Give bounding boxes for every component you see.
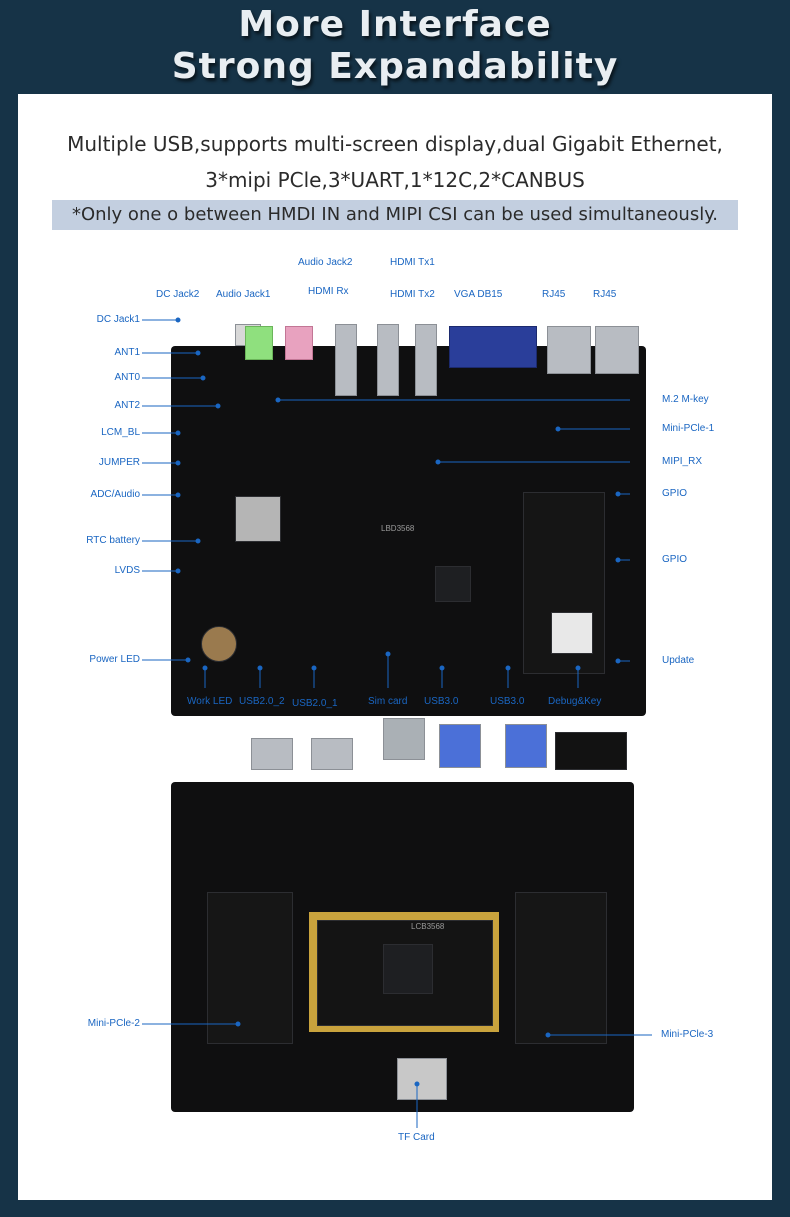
title-line-1: More Interface [238,4,552,45]
leader-lines [142,317,652,1128]
label-gpio-2: GPIO [662,554,688,565]
label-hdmi-tx2: HDMI Tx2 [390,289,435,300]
label-power-led: Power LED [89,654,140,665]
label-rj45-1: RJ45 [542,289,566,300]
label-lcm-bl: LCM_BL [101,427,140,438]
board-silkscreen: LBD3568 [381,524,415,533]
core-silkscreen: LCB3568 [411,922,445,931]
label-update: Update [662,655,695,666]
usb20-port-2 [251,738,293,770]
label-audio-jack1: Audio Jack1 [216,289,271,300]
label-mini-pcie-2: Mini-PCle-2 [87,1018,140,1029]
audio-jack1-port [245,326,273,360]
label-adc-audio: ADC/Audio [90,489,140,500]
tf-card-slot [397,1058,447,1100]
label-audio-jack2: Audio Jack2 [298,257,353,268]
label-sim-card: Sim card [368,696,408,707]
label-usb30-1: USB3.0 [424,696,459,707]
rj45-port-1 [547,326,591,374]
label-gpio-1: GPIO [662,488,688,499]
label-usb30-2: USB3.0 [490,696,525,707]
wifi-module [235,496,281,542]
hdmi-rx-port [335,324,357,396]
audio-jack2-port [285,326,313,360]
label-tf-card: TF Card [398,1132,435,1143]
soc-chip [435,566,471,602]
label-lvds: LVDS [114,565,140,576]
debug-header [555,732,627,770]
bottom-board-image: LCB3568 [171,782,634,1112]
label-dc-jack2: DC Jack2 [156,289,200,300]
intro-line-2: 3*mipi PCle,3*UART,1*12C,2*CANBUS [205,168,585,192]
label-vga-db15: VGA DB15 [454,289,503,300]
label-dc-jack1: DC Jack1 [96,314,140,325]
usb30-port-1 [439,724,481,768]
label-debug-key: Debug&Key [548,696,602,707]
top-board-image: LBD3568 [171,324,646,770]
mini-pcie-3-slot [515,892,607,1044]
usb20-port-1 [311,738,353,770]
content-panel: Multiple USB,supports multi-screen displ… [18,94,772,1200]
label-ant0: ANT0 [114,372,140,383]
label-rj45-2: RJ45 [593,289,617,300]
title-line-2: Strong Expandability [171,46,619,87]
sim-card-slot [383,718,425,760]
label-m2-mkey: M.2 M-key [662,394,709,405]
qr-label [551,612,593,654]
label-mipi-rx: MIPI_RX [662,456,703,467]
label-ant1: ANT1 [114,347,140,358]
intro-line-1: Multiple USB,supports multi-screen displ… [67,132,723,156]
label-rtc-battery: RTC battery [86,535,140,546]
label-hdmi-tx1: HDMI Tx1 [390,257,435,268]
hdmi-tx1-port [377,324,399,396]
mini-pcie-2-slot [207,892,293,1044]
hdmi-tx2-port [415,324,437,396]
rj45-port-2 [595,326,639,374]
rtc-battery [201,626,237,662]
label-work-led: Work LED [187,696,233,707]
label-ant2: ANT2 [114,400,140,411]
compatibility-note: *Only one o between HMDI IN and MIPI CSI… [52,200,738,230]
core-soc [383,944,433,994]
label-hdmi-rx: HDMI Rx [308,286,349,297]
label-usb20-1: USB2.0_1 [292,698,338,709]
usb30-port-2 [505,724,547,768]
label-mini-pcie-3: Mini-PCle-3 [661,1029,714,1040]
vga-port [449,326,537,368]
label-usb20-2: USB2.0_2 [239,696,285,707]
page-header: More Interface Strong Expandability [0,0,790,94]
label-mini-pcie-1: Mini-PCle-1 [662,423,715,434]
label-jumper: JUMPER [98,457,140,468]
